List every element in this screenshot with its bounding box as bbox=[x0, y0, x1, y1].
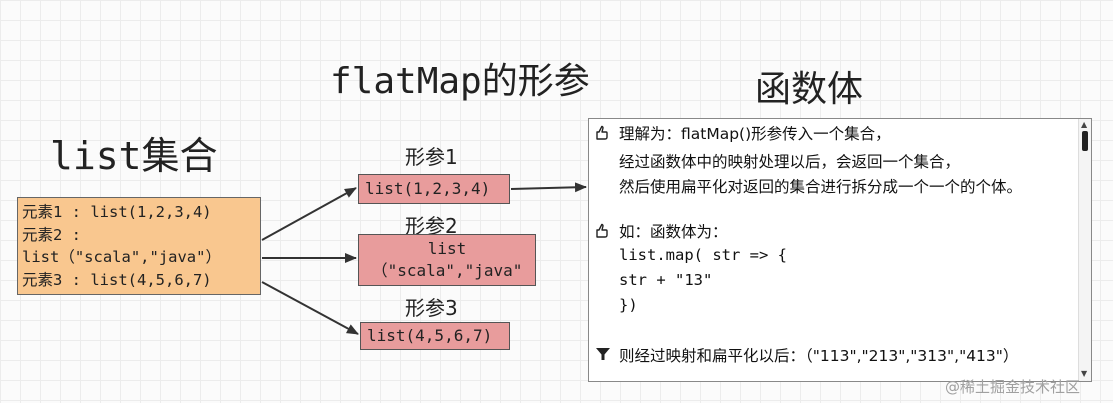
param2-value-line: （"scala","java" bbox=[371, 261, 523, 280]
list-element-line: 元素3 : list(4,5,6,7) bbox=[22, 270, 212, 289]
example-code-line: list.map( str => { bbox=[619, 246, 787, 264]
param1-label: 形参1 bbox=[405, 145, 458, 169]
flatmap-param-title: flatMap的形参 bbox=[330, 61, 590, 102]
list-collection-title: list集合 bbox=[50, 134, 218, 178]
understand-line-2: 经过函数体中的映射处理以后，会返回一个集合， bbox=[619, 153, 961, 171]
scroll-down-arrow-icon[interactable]: ▼ bbox=[1081, 369, 1088, 378]
function-panel-scrollbar[interactable]: ▲ ▼ bbox=[1078, 119, 1091, 381]
param2-box: list （"scala","java" bbox=[358, 234, 536, 286]
understand-line-1: 理解为：flatMap()形参传入一个集合， bbox=[619, 125, 891, 143]
param3-box: list(4,5,6,7) bbox=[360, 322, 510, 350]
example-code-line: str + "13" bbox=[619, 271, 713, 289]
arrow-param1-to-function bbox=[510, 182, 587, 193]
list-elements-box: 元素1 : list(1,2,3,4) 元素2 : list（"scala","… bbox=[17, 197, 261, 295]
list-element-line: 元素1 : list(1,2,3,4) bbox=[22, 203, 212, 221]
function-body-title: 函数体 bbox=[755, 69, 864, 110]
result-line: 则经过映射和扁平化以后：（"113","213","313","413"） bbox=[619, 347, 1019, 365]
param2-value-line: list bbox=[427, 239, 467, 258]
param1-box: list(1,2,3,4) bbox=[358, 174, 510, 204]
scroll-up-arrow-icon[interactable]: ▲ bbox=[1081, 120, 1088, 129]
example-intro: 如：函数体为： bbox=[619, 223, 728, 241]
list-element-line: 元素2 : bbox=[22, 225, 81, 244]
pointing-hand-icon bbox=[596, 223, 608, 238]
function-body-panel: 理解为：flatMap()形参传入一个集合， 经过函数体中的映射处理以后，会返回… bbox=[588, 118, 1092, 382]
arrow-list-to-param3 bbox=[261, 281, 359, 335]
list-element-line: list（"scala","java"） bbox=[22, 248, 221, 266]
scroll-thumb[interactable] bbox=[1082, 131, 1088, 151]
pointing-hand-icon bbox=[596, 125, 608, 140]
param3-label: 形参3 bbox=[405, 296, 458, 320]
example-code-line: }) bbox=[619, 296, 638, 314]
watermark: @稀土掘金技术社区 bbox=[945, 378, 1081, 396]
filter-icon bbox=[596, 348, 610, 360]
arrow-list-to-param1 bbox=[261, 187, 357, 241]
understand-line-3: 然后使用扁平化对返回的集合进行拆分成一个一个的个体。 bbox=[619, 178, 1023, 196]
